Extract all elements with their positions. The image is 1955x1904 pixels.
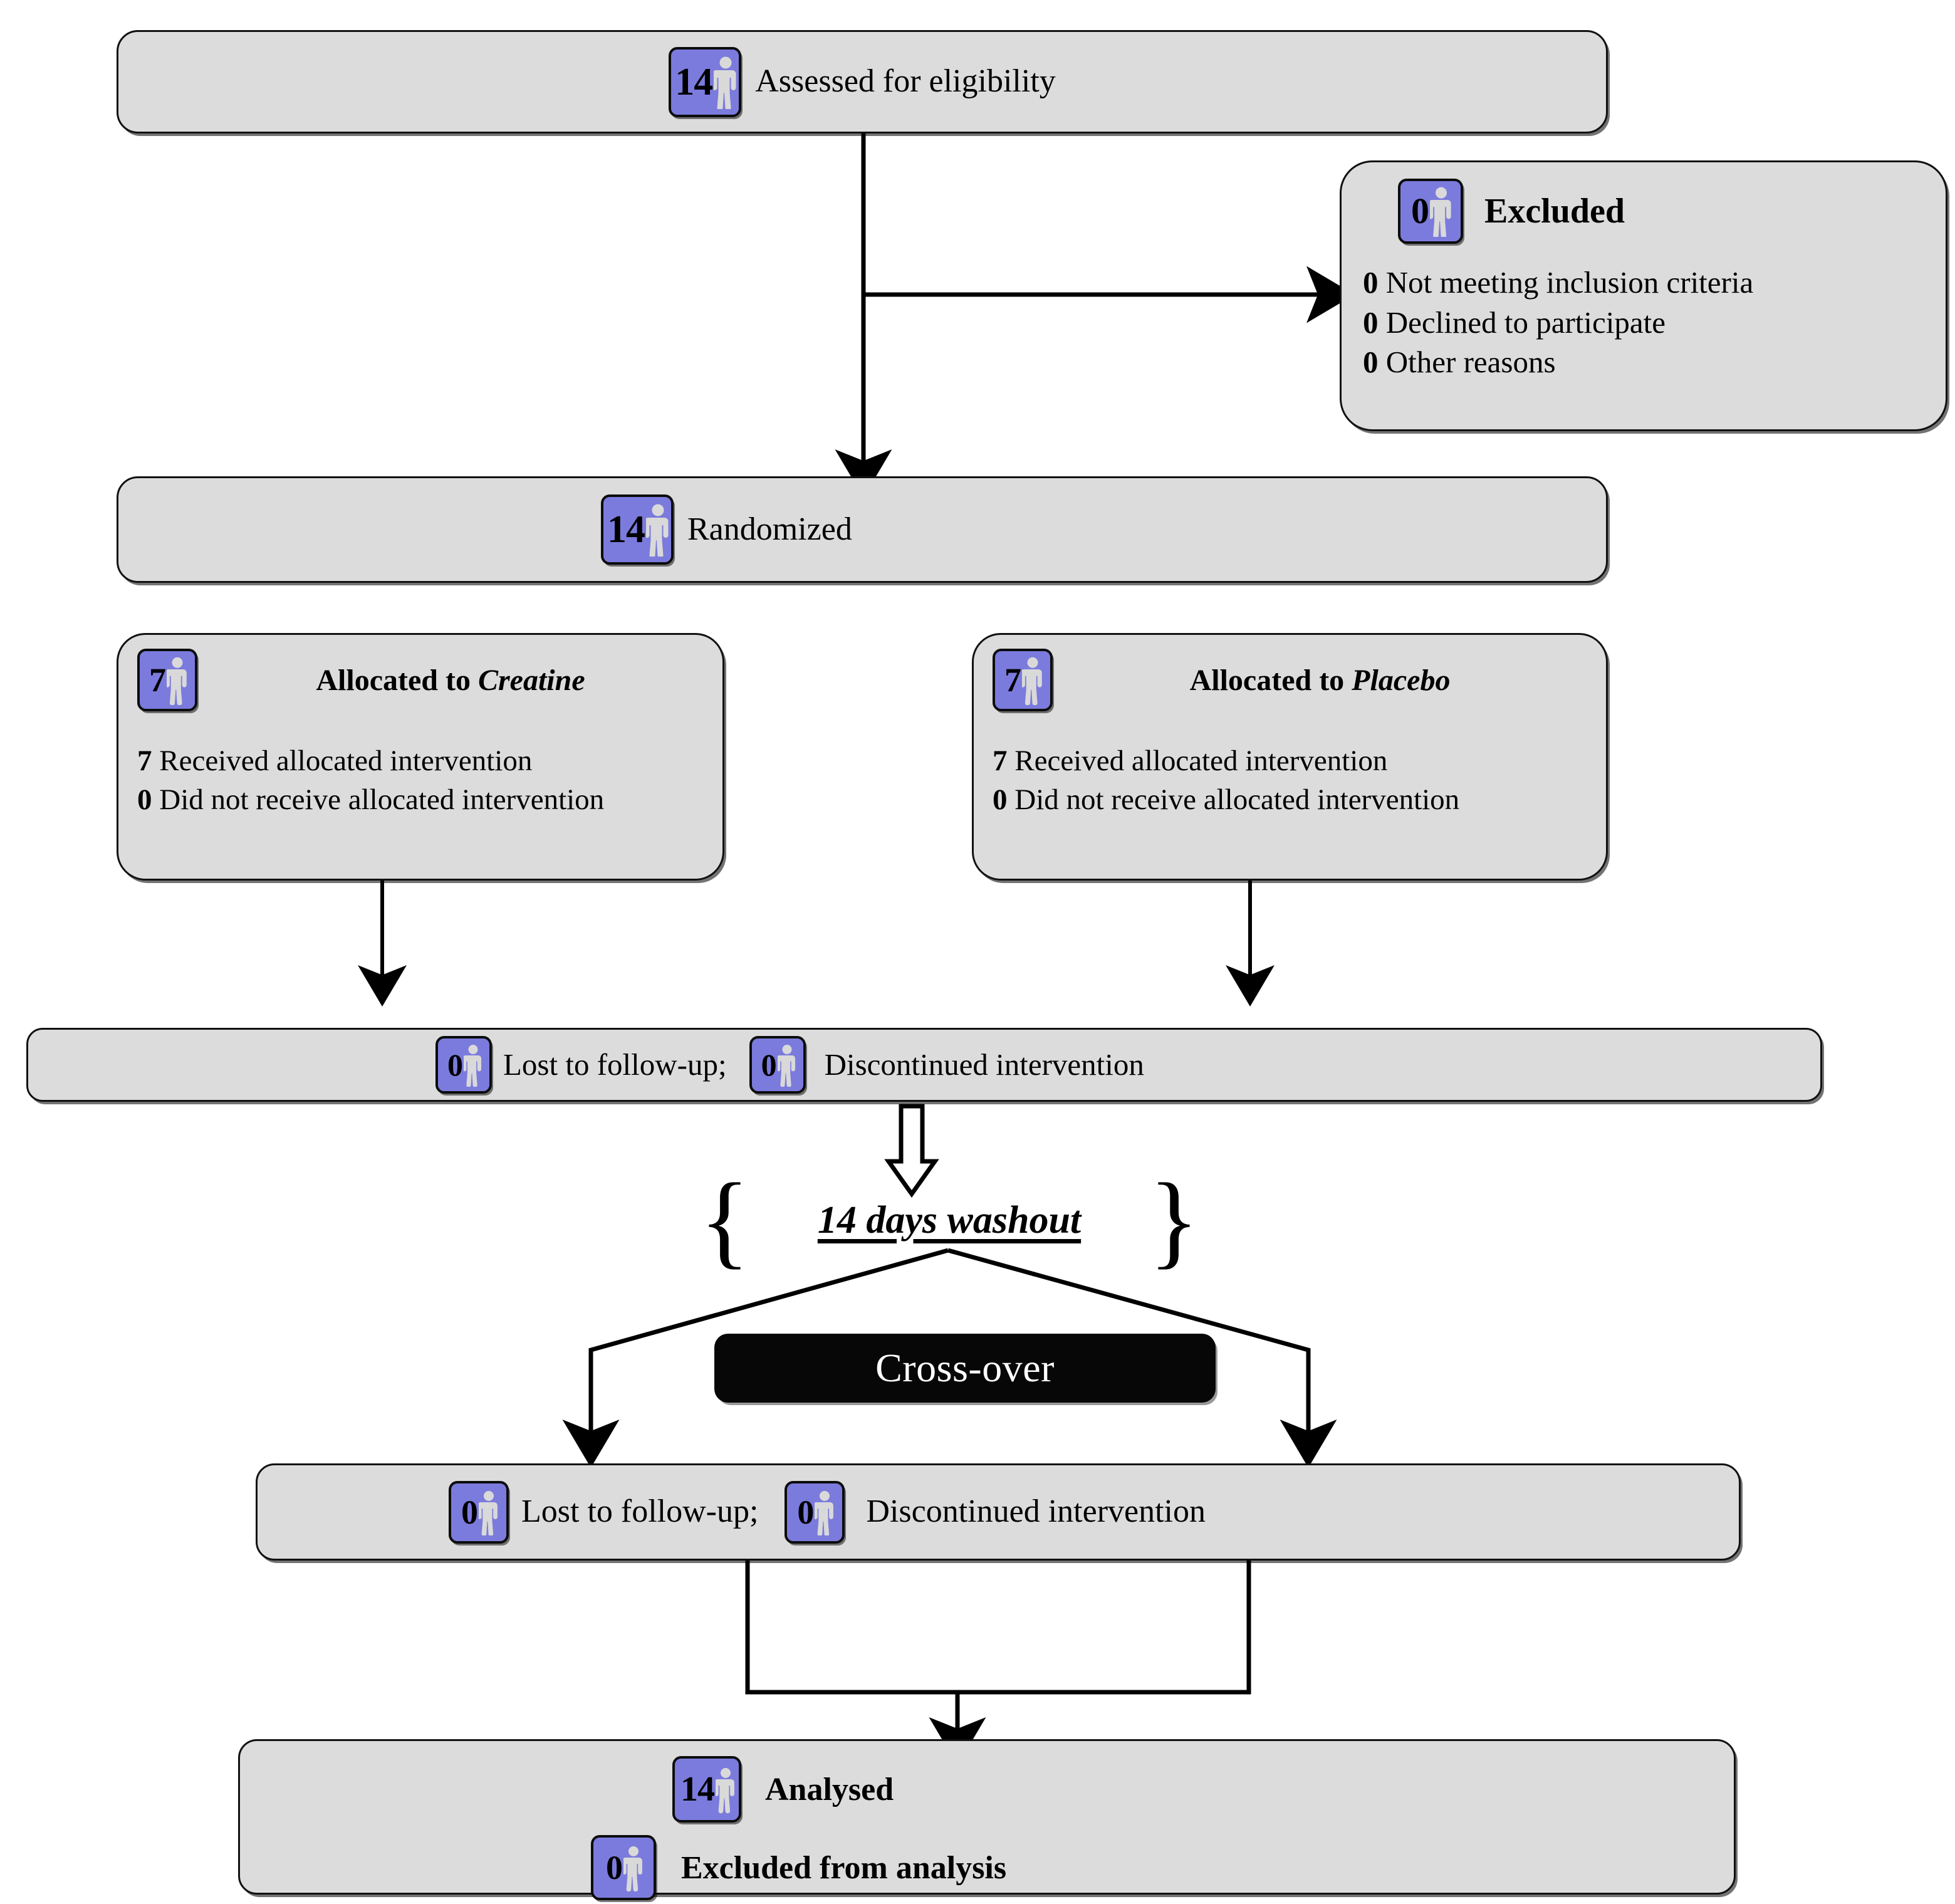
washout-label: 14 days washout: [817, 1198, 1082, 1242]
excluded-from-analysis-row: 0 Excluded from analysis: [591, 1835, 1006, 1900]
alloc-left-line-list: 7 Received allocated intervention 0 Did …: [137, 741, 604, 819]
alloc-left-line-text: Received allocated intervention: [159, 745, 533, 777]
list-item: 0 Not meeting inclusion criteria: [1363, 263, 1753, 303]
list-item: 7 Received allocated intervention: [137, 741, 604, 780]
disc-count-badge-2: 0: [785, 1480, 845, 1544]
allocated-creatine-box: 7 Allocated to Creatine 7 Received alloc…: [117, 633, 724, 881]
disc-label-2: Discontinued intervention: [866, 1493, 1206, 1530]
line-bar2-merge-to-analysed: [745, 1561, 1251, 1695]
lost-label-1: Lost to follow-up;: [503, 1047, 727, 1082]
alloc-right-line-list: 7 Received allocated intervention 0 Did …: [993, 741, 1459, 819]
alloc-left-line-count: 0: [137, 783, 152, 817]
allocated-placebo-box: 7 Allocated to Placebo 7 Received alloca…: [972, 633, 1608, 881]
list-item: 0 Declined to participate: [1363, 303, 1753, 343]
list-item: 0 Did not receive allocated intervention: [993, 780, 1459, 819]
excluded-from-analysis-count: 0: [606, 1849, 623, 1886]
eligibility-label: Assessed for eligibility: [755, 63, 1056, 100]
disc-count-badge-1: 0: [749, 1036, 806, 1094]
crossover-banner: Cross-over: [714, 1334, 1216, 1403]
list-item: 0 Did not receive allocated intervention: [137, 780, 604, 819]
excluded-reason-count: 0: [1363, 265, 1379, 300]
excluded-box: 0 Excluded 0 Not meeting inclusion crite…: [1340, 160, 1947, 431]
list-item: 0 Other reasons: [1363, 342, 1753, 382]
alloc-right-title: Allocated to Placebo: [1053, 663, 1587, 698]
alloc-left-title: Allocated to Creatine: [197, 663, 704, 698]
alloc-left-count: 7: [149, 661, 166, 699]
lost-count-badge-2: 0: [449, 1480, 509, 1544]
alloc-right-line-count: 0: [993, 783, 1008, 817]
excluded-count: 0: [1411, 191, 1429, 231]
alloc-left-count-badge: 7: [137, 649, 197, 711]
alloc-left-line-count: 7: [137, 745, 152, 777]
alloc-right-title-prefix: Allocated to: [1189, 663, 1352, 697]
randomized-count: 14: [607, 508, 645, 551]
disc-count-1: 0: [761, 1047, 777, 1082]
person-icon: [716, 1767, 734, 1814]
person-icon: [815, 1490, 834, 1535]
followup-bar-period1: 0 Lost to follow-up; 0 Discontinued inte…: [26, 1028, 1822, 1102]
disc-label-1: Discontinued intervention: [824, 1047, 1144, 1082]
brace-right-icon: }: [1149, 1161, 1199, 1279]
excluded-reason-count: 0: [1363, 305, 1379, 340]
crossover-label: Cross-over: [875, 1346, 1055, 1390]
alloc-right-count-badge: 7: [993, 649, 1053, 711]
lost-label-2: Lost to follow-up;: [521, 1493, 759, 1530]
person-icon: [777, 1045, 795, 1087]
list-item: 7 Received allocated intervention: [993, 741, 1459, 780]
person-icon: [167, 657, 187, 705]
alloc-left-title-prefix: Allocated to: [316, 663, 478, 697]
randomized-label: Randomized: [687, 511, 852, 547]
analysed-box: 14 Analysed 0 Excluded from analysis: [238, 1739, 1736, 1900]
alloc-left-line-text: Did not receive allocated intervention: [159, 783, 605, 817]
washout-group: { 14 days washout }: [617, 1161, 1281, 1279]
lost-count-1: 0: [447, 1047, 463, 1082]
excluded-heading: Excluded: [1484, 191, 1625, 231]
eligibility-count: 14: [675, 60, 713, 103]
excluded-from-analysis-label: Excluded from analysis: [681, 1849, 1007, 1886]
alloc-left-title-arm: Creatine: [477, 663, 585, 697]
excluded-reason-count: 0: [1363, 345, 1379, 380]
alloc-right-count: 7: [1004, 661, 1021, 699]
lost-count-badge-1: 0: [435, 1036, 492, 1094]
excluded-count-badge: 0: [1398, 179, 1463, 244]
alloc-right-line-text: Received allocated intervention: [1014, 745, 1388, 777]
assessed-for-eligibility-box: 14 Assessed for eligibility: [117, 30, 1608, 133]
randomized-count-badge: 14: [601, 494, 674, 565]
person-icon: [646, 504, 669, 557]
excluded-reason-text: Declined to participate: [1385, 305, 1666, 340]
excluded-reason-list: 0 Not meeting inclusion criteria 0 Decli…: [1363, 263, 1753, 382]
alloc-right-title-arm: Placebo: [1352, 663, 1451, 697]
person-icon: [714, 56, 736, 109]
excluded-from-analysis-count-badge: 0: [591, 1835, 656, 1900]
analysed-label: Analysed: [765, 1771, 894, 1807]
eligibility-count-badge: 14: [669, 46, 742, 117]
person-icon: [623, 1846, 642, 1891]
analysed-row: 14 Analysed: [672, 1756, 894, 1823]
brace-left-icon: {: [699, 1161, 750, 1279]
alloc-right-line-count: 7: [993, 745, 1008, 777]
analysed-count-badge: 14: [672, 1756, 741, 1823]
lost-count-2: 0: [461, 1493, 478, 1531]
excluded-reason-text: Not meeting inclusion criteria: [1385, 265, 1754, 300]
excluded-reason-text: Other reasons: [1385, 345, 1556, 380]
randomized-box: 14 Randomized: [117, 476, 1608, 583]
person-icon: [1430, 187, 1451, 237]
analysed-count: 14: [680, 1770, 715, 1809]
followup-bar-period2: 0 Lost to follow-up; 0 Discontinued inte…: [256, 1463, 1741, 1561]
person-icon: [479, 1490, 498, 1535]
person-icon: [1022, 657, 1042, 705]
alloc-right-line-text: Did not receive allocated intervention: [1014, 783, 1460, 817]
person-icon: [464, 1045, 482, 1087]
disc-count-2: 0: [797, 1493, 814, 1531]
